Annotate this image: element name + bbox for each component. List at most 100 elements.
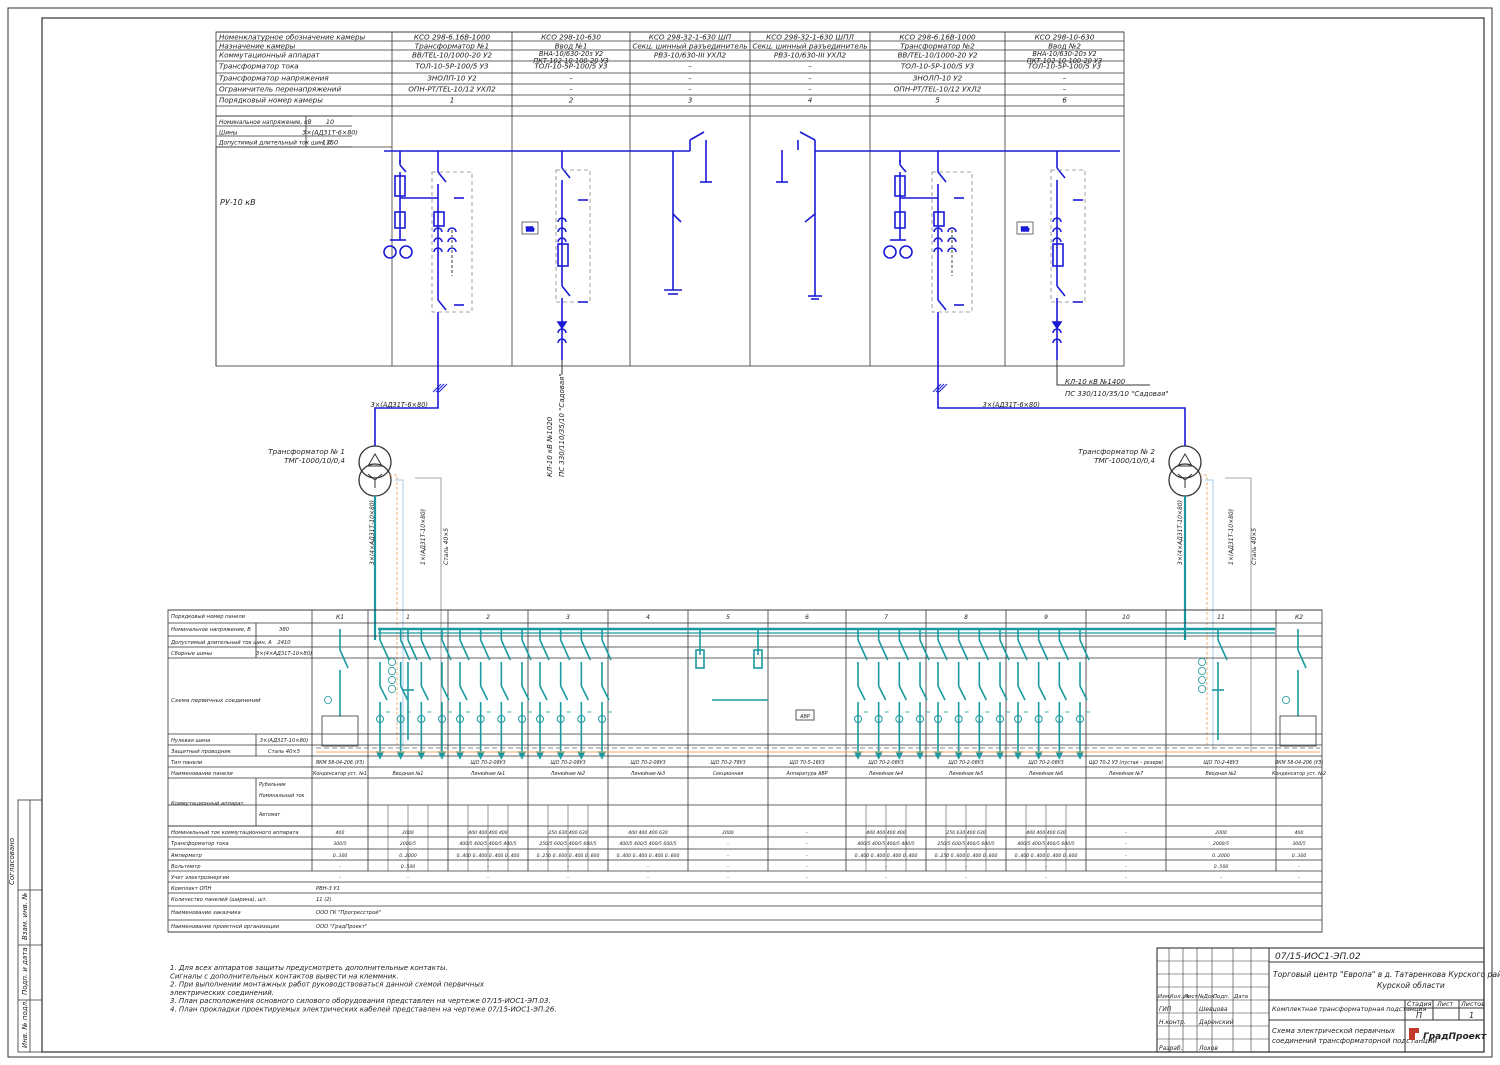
hv-cell: 4 <box>808 95 813 104</box>
lv-header-label: Допустимый длительный ток шин, А <box>170 640 272 646</box>
lv-cell: 2000 <box>722 830 734 836</box>
hv-cell: 5 <box>935 95 940 104</box>
hv-cell: ЗНОЛП-10 У2 <box>913 73 963 82</box>
hv-cell: ТОЛ-10-5Р-100/5 У3 <box>534 61 608 70</box>
lv-cable-label: 3×(4×АД31Т-10×80) <box>369 500 376 565</box>
lv-cable-label: 3×(4×АД31Т-10×80) <box>1177 500 1184 565</box>
lv-cell: 400 400 400 400 <box>468 830 508 836</box>
panel-number: 1 <box>406 614 410 621</box>
transformer-name: Трансформатор № 1 <box>268 447 345 456</box>
lv-cell: ЩО 70-2 УЗ (пустая – резерв) <box>1089 760 1163 766</box>
hv-row-label: Номенклатурное обозначение камеры <box>219 32 366 41</box>
lv-cell: ЩО 70-5-16У3 <box>789 760 824 766</box>
lv-cell: – <box>339 876 342 881</box>
hv-cell: Секц. шинный разъединитель <box>752 41 867 50</box>
lv-cell: – <box>1125 854 1128 859</box>
hv-row-label: Трансформатор тока <box>219 61 299 70</box>
ru-label: РУ-10 кВ <box>220 198 256 207</box>
lv-cell: 400/5 400/5 400/5 400/5 <box>459 841 516 847</box>
note-line: Сигналы с дополнительных контактов вывес… <box>170 972 399 980</box>
hv-cell: КСО 298-6.16В-1000 <box>414 32 491 41</box>
avr-label: АВР <box>799 714 810 720</box>
lv-cell: – <box>965 876 968 881</box>
side-stamp-inventory: Инв. № подл. <box>21 1000 29 1048</box>
lv-cell: Линейная №4 <box>868 771 903 777</box>
side-stamp-sign-date: Подп. и дата <box>21 947 29 995</box>
lv-cell: ЩО 70-2-08У3 <box>470 760 505 766</box>
stage-value: П <box>1416 1011 1422 1020</box>
hv-cell: Ввод №2 <box>1048 41 1081 50</box>
lv-cell: Линейная №5 <box>948 771 983 777</box>
lv-cell: – <box>339 865 342 870</box>
hv-cell: КСО 298-32-1-630 ШПЛ <box>766 32 854 41</box>
lv-cell: ООО "ГрадПроект" <box>316 924 367 930</box>
hv-row-label: Трансформатор напряжения <box>219 73 329 82</box>
lv-cell: – <box>1125 831 1128 836</box>
lv-cable-label: 1×(АД31Т-10×80) <box>420 509 427 565</box>
lv-row-label: Тип панели <box>171 760 203 766</box>
hv-cell: Ввод №1 <box>555 41 588 50</box>
cable-label-hv2: 3×(АД31Т-6×80) <box>983 401 1040 409</box>
hv-cell: ВВ/TEL-10/1000-20 У2 <box>412 50 493 59</box>
hv-cell: ЗНОЛП-10 У2 <box>427 73 477 82</box>
lv-cell: Конденсатор уст. №1 <box>313 771 367 777</box>
stamp-role: Разраб. <box>1159 1045 1183 1052</box>
lv-cell: Линейная №3 <box>630 771 665 777</box>
transformer-name: Трансформатор № 2 <box>1078 447 1155 456</box>
lv-cell: – <box>1125 865 1128 870</box>
hv-cell: – <box>569 73 573 82</box>
lv-cell: ЩО 70-2-08У3 <box>868 760 903 766</box>
lv-header-value: 2410 <box>277 640 291 646</box>
lv-single-line-diagram: АВР <box>316 627 1320 760</box>
lv-cable-label: 1×(АД31Т-10×80) <box>1228 509 1235 565</box>
note-line: 2. При выполнении монтажных работ руково… <box>170 981 485 989</box>
lv-cell: 0..2000 <box>399 853 417 859</box>
hv-cell: – <box>688 61 692 70</box>
lv-cell: 0..400 0..400 0..400 0..400 <box>457 853 520 859</box>
stamp-role: ГИП <box>1159 1006 1172 1013</box>
lv-row-label: Амперметр <box>170 853 202 859</box>
lv-param-label: Защитный проводник <box>171 749 232 755</box>
lv-header-value: 3×(4×АД31Т-10×80) <box>256 651 312 657</box>
lv-cell: 250 630 400 630 <box>548 830 588 836</box>
lv-cell: 250/5 600/5 400/5 600/5 <box>937 841 994 847</box>
lv-cell: – <box>806 831 809 836</box>
stamp-col-header: №Док. <box>1197 994 1216 1000</box>
hv-cell: КСО 298-6.16В-1000 <box>899 32 976 41</box>
lv-cell: – <box>727 876 730 881</box>
lv-cell: – <box>567 876 570 881</box>
lv-cell: – <box>727 842 730 847</box>
lv-cell: Конденсатор уст. №2 <box>1272 771 1326 777</box>
lv-cell: – <box>1125 842 1128 847</box>
hv-cell: РВЗ-10/630-III УХЛ2 <box>774 50 847 59</box>
lv-cell: 400/5 400/5 400/5 600/5 <box>619 841 676 847</box>
lv-cell: – <box>1125 876 1128 881</box>
hv-cell: КСО 298-10-630 <box>1035 32 1095 41</box>
hv-row-label: Коммутационный аппарат <box>219 50 320 59</box>
stamp-col-header: Кол.уч <box>1170 994 1189 1000</box>
stamp-col-header: Дата <box>1233 994 1248 1000</box>
lv-cell: 400 <box>336 830 345 836</box>
lv-cell: Секционная <box>713 771 744 777</box>
lv-cell: – <box>806 842 809 847</box>
hv-cell: КСО 298-32-1-630 ШП <box>649 32 732 41</box>
lv-cell: – <box>487 865 490 870</box>
lv-cell: 0..250 0..600 0..400 0..600 <box>935 853 998 859</box>
hv-cell: 2 <box>569 95 574 104</box>
sheets-header: Листов <box>1460 1000 1485 1008</box>
lv-row-label: Номинальный ток коммутационного аппарата <box>171 830 299 836</box>
hv-param-value: 10 <box>326 118 334 126</box>
panel-number: 3 <box>566 614 570 621</box>
lv-cell: ЩО 70-2-48У3 <box>1203 760 1238 766</box>
lv-scheme-label: Схема первичных соединений <box>171 698 261 704</box>
note-line: 1. Для всех аппаратов защиты предусмотре… <box>170 964 448 972</box>
notes-block: 1. Для всех аппаратов защиты предусмотре… <box>170 964 557 1014</box>
hv-row-label: Назначение камеры <box>219 41 296 50</box>
lv-cell: 0..300 <box>1292 853 1307 859</box>
panel-number: 10 <box>1122 614 1130 621</box>
lv-cell: – <box>647 865 650 870</box>
lv-cell: 400 400 400 630 <box>1026 830 1066 836</box>
lv-cell: 2000 <box>1215 830 1227 836</box>
